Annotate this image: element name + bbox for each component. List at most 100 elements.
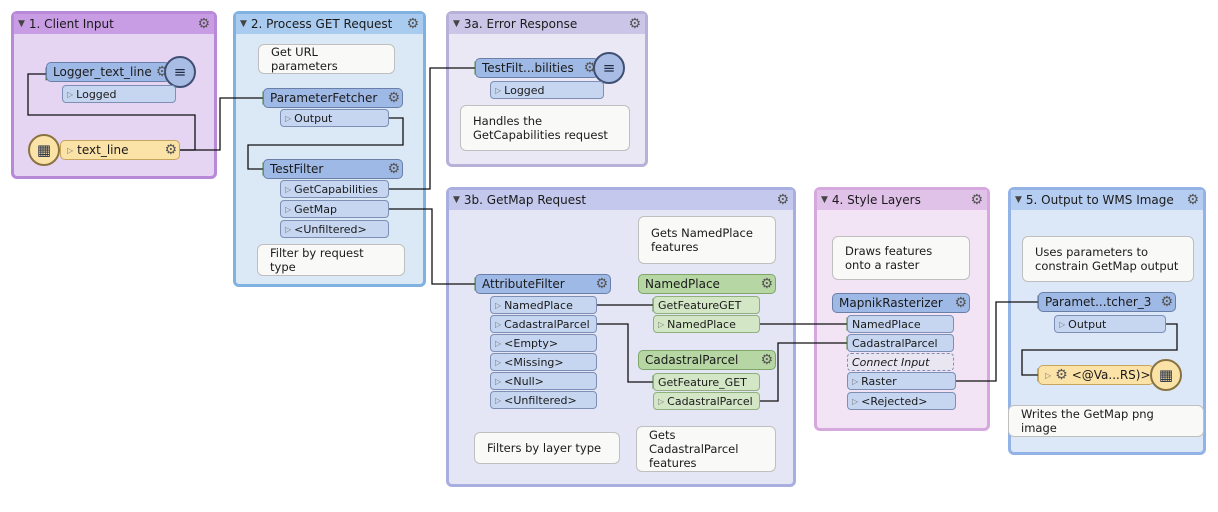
output-port-getcapabilities[interactable]: ▷ GetCapabilities [280,180,389,198]
gear-icon[interactable]: ⚙ [954,295,967,311]
port-triangle-icon: ▷ [1059,319,1066,329]
gear-icon[interactable]: ⚙ [1055,367,1068,383]
transformer-label: NamedPlace [645,277,720,291]
reader-text-line[interactable]: ▷ text_line ⚙ [60,140,180,160]
port-label: NamedPlace [504,298,573,312]
gear-icon[interactable]: ⚙ [1160,294,1173,310]
bookmark-title: 1. Client Input [28,17,114,31]
reader-table-icon[interactable]: ▦ [28,134,60,166]
output-port-logged[interactable]: ▷ Logged [62,85,176,103]
writer-png-output[interactable]: ▷ ⚙ <@Va...RS)> [1038,365,1154,385]
output-port-null[interactable]: ▷ <Null> [490,372,597,390]
port-label: Raster [861,374,897,388]
input-port-namedplace[interactable]: NamedPlace [847,315,954,333]
port-triangle-icon: ▷ [285,113,292,123]
port-label: NamedPlace [852,317,921,331]
output-port-empty[interactable]: ▷ <Empty> [490,334,597,352]
port-triangle-icon: ▷ [495,319,502,329]
output-port-namedplace[interactable]: ▷ NamedPlace [490,296,597,314]
port-label: <Null> [504,374,544,388]
gear-icon[interactable]: ⚙ [1186,192,1199,208]
transformer-parameterfetcher[interactable]: ParameterFetcher ⚙ [263,88,403,108]
collapse-triangle-icon[interactable]: ▼ [453,195,460,205]
transformer-label: Logger_text_line [53,65,152,79]
input-port-getfeatureget[interactable]: GetFeatureGET [653,296,760,314]
gear-icon[interactable]: ⚙ [406,16,419,32]
transformer-label: Paramet...tcher_3 [1045,295,1152,309]
gear-icon[interactable]: ⚙ [760,352,773,368]
output-port-namedplace[interactable]: ▷ NamedPlace [653,315,760,333]
transformer-testfilt-bilities-logger[interactable]: TestFilt...bilities ⚙ [475,58,599,78]
port-label: <Unfiltered> [504,393,577,407]
gear-icon[interactable]: ⚙ [760,276,773,292]
transformer-label: ParameterFetcher [270,91,378,105]
collapse-triangle-icon[interactable]: ▼ [18,19,25,29]
transformer-attributefilter[interactable]: AttributeFilter ⚙ [475,274,611,294]
logger-list-icon[interactable]: ≡ [593,52,625,84]
transformer-parameterfetcher-3[interactable]: Paramet...tcher_3 ⚙ [1038,292,1176,312]
collapse-triangle-icon[interactable]: ▼ [453,19,460,29]
input-port-getfeature-get[interactable]: GetFeature_GET [653,373,760,391]
bookmark-title: 5. Output to WMS Image [1025,193,1174,207]
input-port-connect-input[interactable]: Connect Input [847,353,954,371]
port-label: CadastralParcel [504,317,590,331]
bookmark-title: 3b. GetMap Request [463,193,587,207]
gear-icon[interactable]: ⚙ [583,60,596,76]
input-port-cadastralparcel[interactable]: CadastralParcel [847,334,954,352]
port-triangle-icon: ▷ [495,300,502,310]
output-port-cadastralparcel[interactable]: ▷ CadastralParcel [490,315,597,333]
transformer-logger-text-line[interactable]: Logger_text_line ⚙ [46,62,170,82]
output-port-output[interactable]: ▷ Output [1054,315,1166,333]
annotation-draws-features[interactable]: Draws features onto a raster [832,236,970,280]
annotation-filters-by-layer-type[interactable]: Filters by layer type [474,432,620,464]
gear-icon[interactable]: ⚙ [387,90,400,106]
port-triangle-icon: ▷ [495,395,502,405]
output-port-output[interactable]: ▷ Output [280,109,389,127]
port-label: Output [294,111,333,125]
port-triangle-icon: ▷ [285,204,292,214]
port-label: CadastralParcel [852,336,938,350]
gear-icon[interactable]: ⚙ [628,16,641,32]
port-label: GetFeatureGET [658,298,742,312]
gear-icon[interactable]: ⚙ [197,16,210,32]
port-label: <Rejected> [861,394,928,408]
transformer-label: text_line [77,143,129,157]
port-label: <Unfiltered> [294,222,367,236]
annotation-writes-getmap[interactable]: Writes the GetMap png image [1008,405,1204,437]
gear-icon[interactable]: ⚙ [387,161,400,177]
transformer-testfilter[interactable]: TestFilter ⚙ [263,159,403,179]
annotation-get-url-parameters[interactable]: Get URL parameters [258,44,395,74]
annotation-gets-cadastralparcel[interactable]: Gets CadastralParcel features [636,426,776,472]
output-port-rejected[interactable]: ▷ <Rejected> [847,392,956,410]
output-port-unfiltered[interactable]: ▷ <Unfiltered> [280,220,389,238]
gear-icon[interactable]: ⚙ [970,192,983,208]
output-port-logged[interactable]: ▷ Logged [490,81,604,99]
annotation-filter-by-request-type[interactable]: Filter by request type [257,244,405,276]
bookmark-title: 4. Style Layers [831,193,921,207]
output-port-getmap[interactable]: ▷ GetMap [280,200,389,218]
port-triangle-icon: ▷ [285,224,292,234]
gear-icon[interactable]: ⚙ [164,142,177,158]
collapse-triangle-icon[interactable]: ▼ [821,195,828,205]
bookmark-title: 3a. Error Response [463,17,578,31]
annotation-handles-getcapabilities[interactable]: Handles the GetCapabilities request [460,105,630,151]
gear-icon[interactable]: ⚙ [595,276,608,292]
output-port-cadastralparcel[interactable]: ▷ CadastralParcel [653,392,760,410]
port-label: <Empty> [504,336,559,350]
transformer-cadastralparcel-reader[interactable]: CadastralParcel ⚙ [638,350,776,370]
transformer-label: MapnikRasterizer [839,296,943,310]
annotation-uses-parameters[interactable]: Uses parameters to constrain GetMap outp… [1022,236,1194,282]
annotation-gets-namedplace[interactable]: Gets NamedPlace features [638,216,776,264]
gear-icon[interactable]: ⚙ [776,192,789,208]
port-triangle-icon: ▷ [658,396,665,406]
port-label: Connect Input [852,355,930,369]
collapse-triangle-icon[interactable]: ▼ [240,19,247,29]
transformer-mapnikrasterizer[interactable]: MapnikRasterizer ⚙ [832,293,970,313]
writer-table-icon[interactable]: ▦ [1150,359,1182,391]
output-port-unfiltered[interactable]: ▷ <Unfiltered> [490,391,597,409]
logger-list-icon[interactable]: ≡ [164,56,196,88]
transformer-namedplace-reader[interactable]: NamedPlace ⚙ [638,274,776,294]
output-port-missing[interactable]: ▷ <Missing> [490,353,597,371]
output-port-raster[interactable]: ▷ Raster [847,372,956,390]
collapse-triangle-icon[interactable]: ▼ [1015,195,1022,205]
